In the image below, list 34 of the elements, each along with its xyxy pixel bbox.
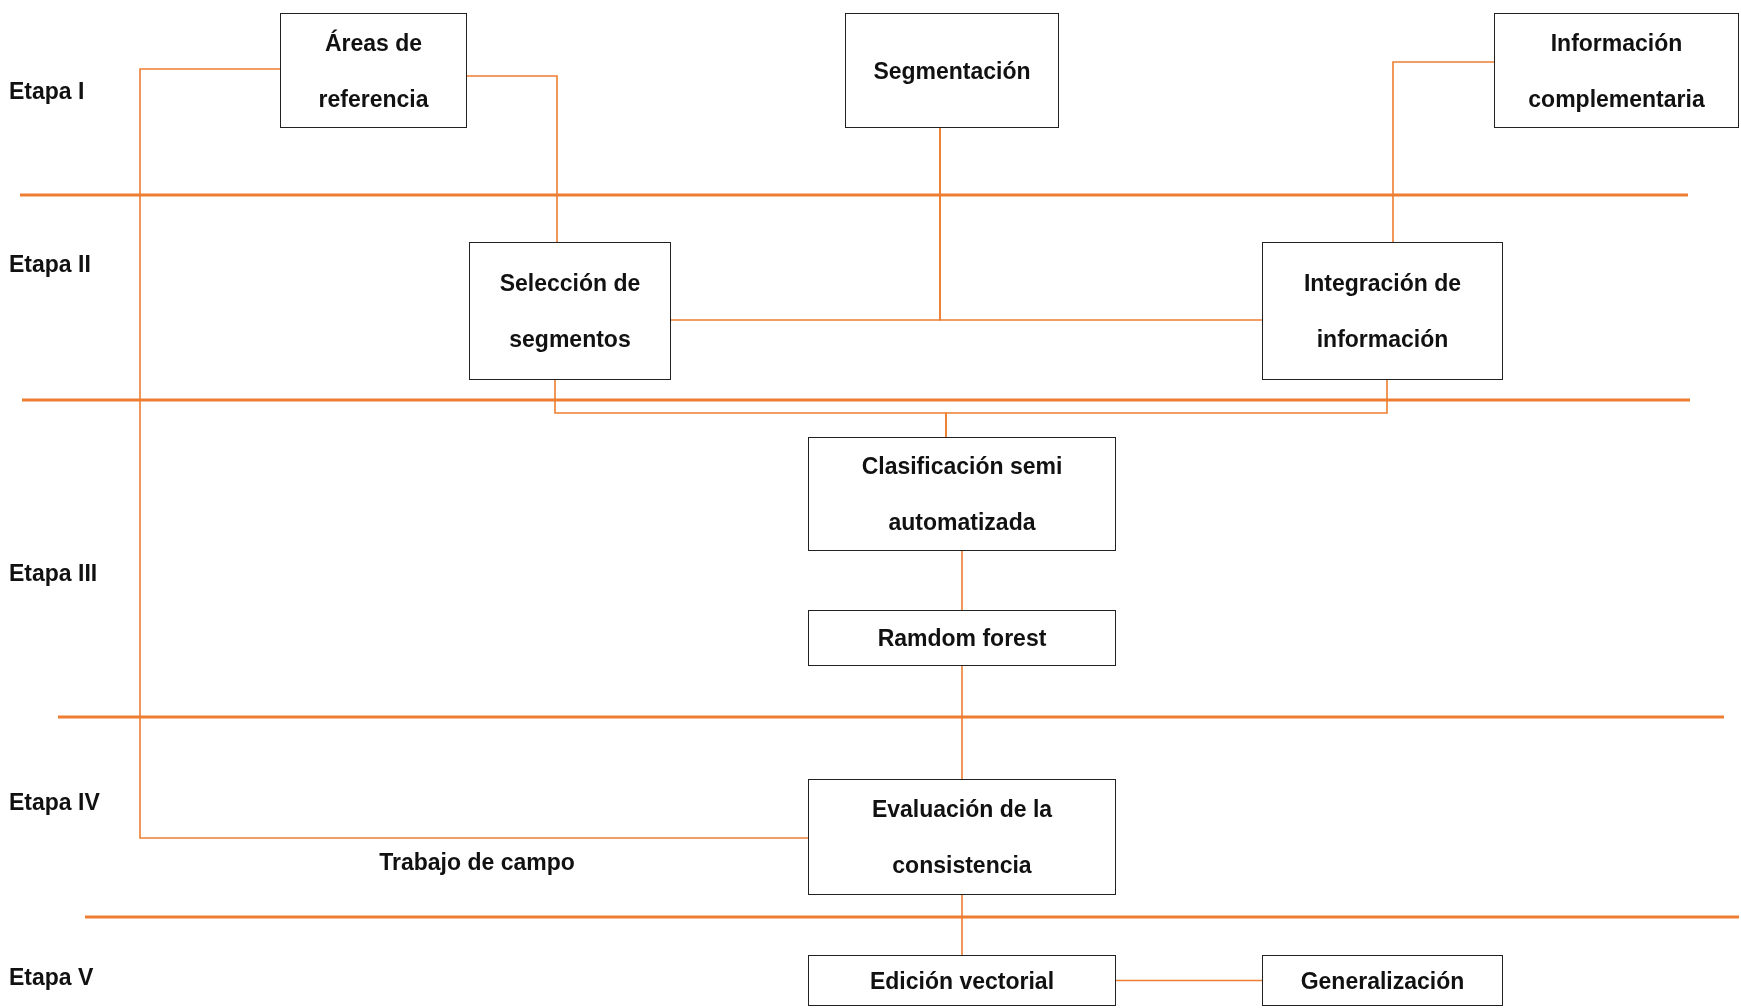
stage-label: Etapa V — [9, 963, 94, 991]
box-text: Segmentación — [873, 56, 1031, 86]
connector-line — [939, 127, 1263, 321]
box-text: Selección de segmentos — [498, 269, 642, 354]
stage-label: Etapa III — [9, 559, 98, 587]
connector-line — [945, 379, 1388, 438]
stage-label: Etapa II — [9, 250, 91, 278]
connector-line — [961, 665, 963, 780]
box-text: Clasificación semi automatizada — [860, 452, 1064, 537]
connector-line — [139, 68, 809, 839]
process-box — [845, 13, 1059, 128]
connector-line — [466, 75, 558, 243]
process-box — [1262, 955, 1503, 1006]
connector-line — [1115, 979, 1263, 982]
stage-label: Etapa I — [9, 77, 85, 105]
connector-line — [961, 550, 963, 611]
process-box — [1262, 242, 1503, 380]
box-text: Generalización — [1300, 966, 1465, 996]
process-box — [808, 955, 1116, 1006]
process-box — [808, 437, 1116, 551]
process-box — [808, 610, 1116, 666]
box-text: Edición vectorial — [869, 966, 1055, 996]
box-text: Ramdom forest — [877, 624, 1047, 653]
box-text: Integración de información — [1302, 269, 1463, 354]
process-box — [1494, 13, 1739, 128]
box-text: Evaluación de la consistencia — [870, 795, 1054, 880]
stage-label: Etapa IV — [9, 788, 100, 816]
process-box — [280, 13, 467, 128]
box-text: Áreas de referencia — [317, 28, 430, 114]
connector-line — [961, 894, 963, 956]
connector-line — [1392, 61, 1495, 243]
process-box — [808, 779, 1116, 895]
box-text: Información complementaria — [1527, 28, 1706, 114]
process-box — [469, 242, 671, 380]
